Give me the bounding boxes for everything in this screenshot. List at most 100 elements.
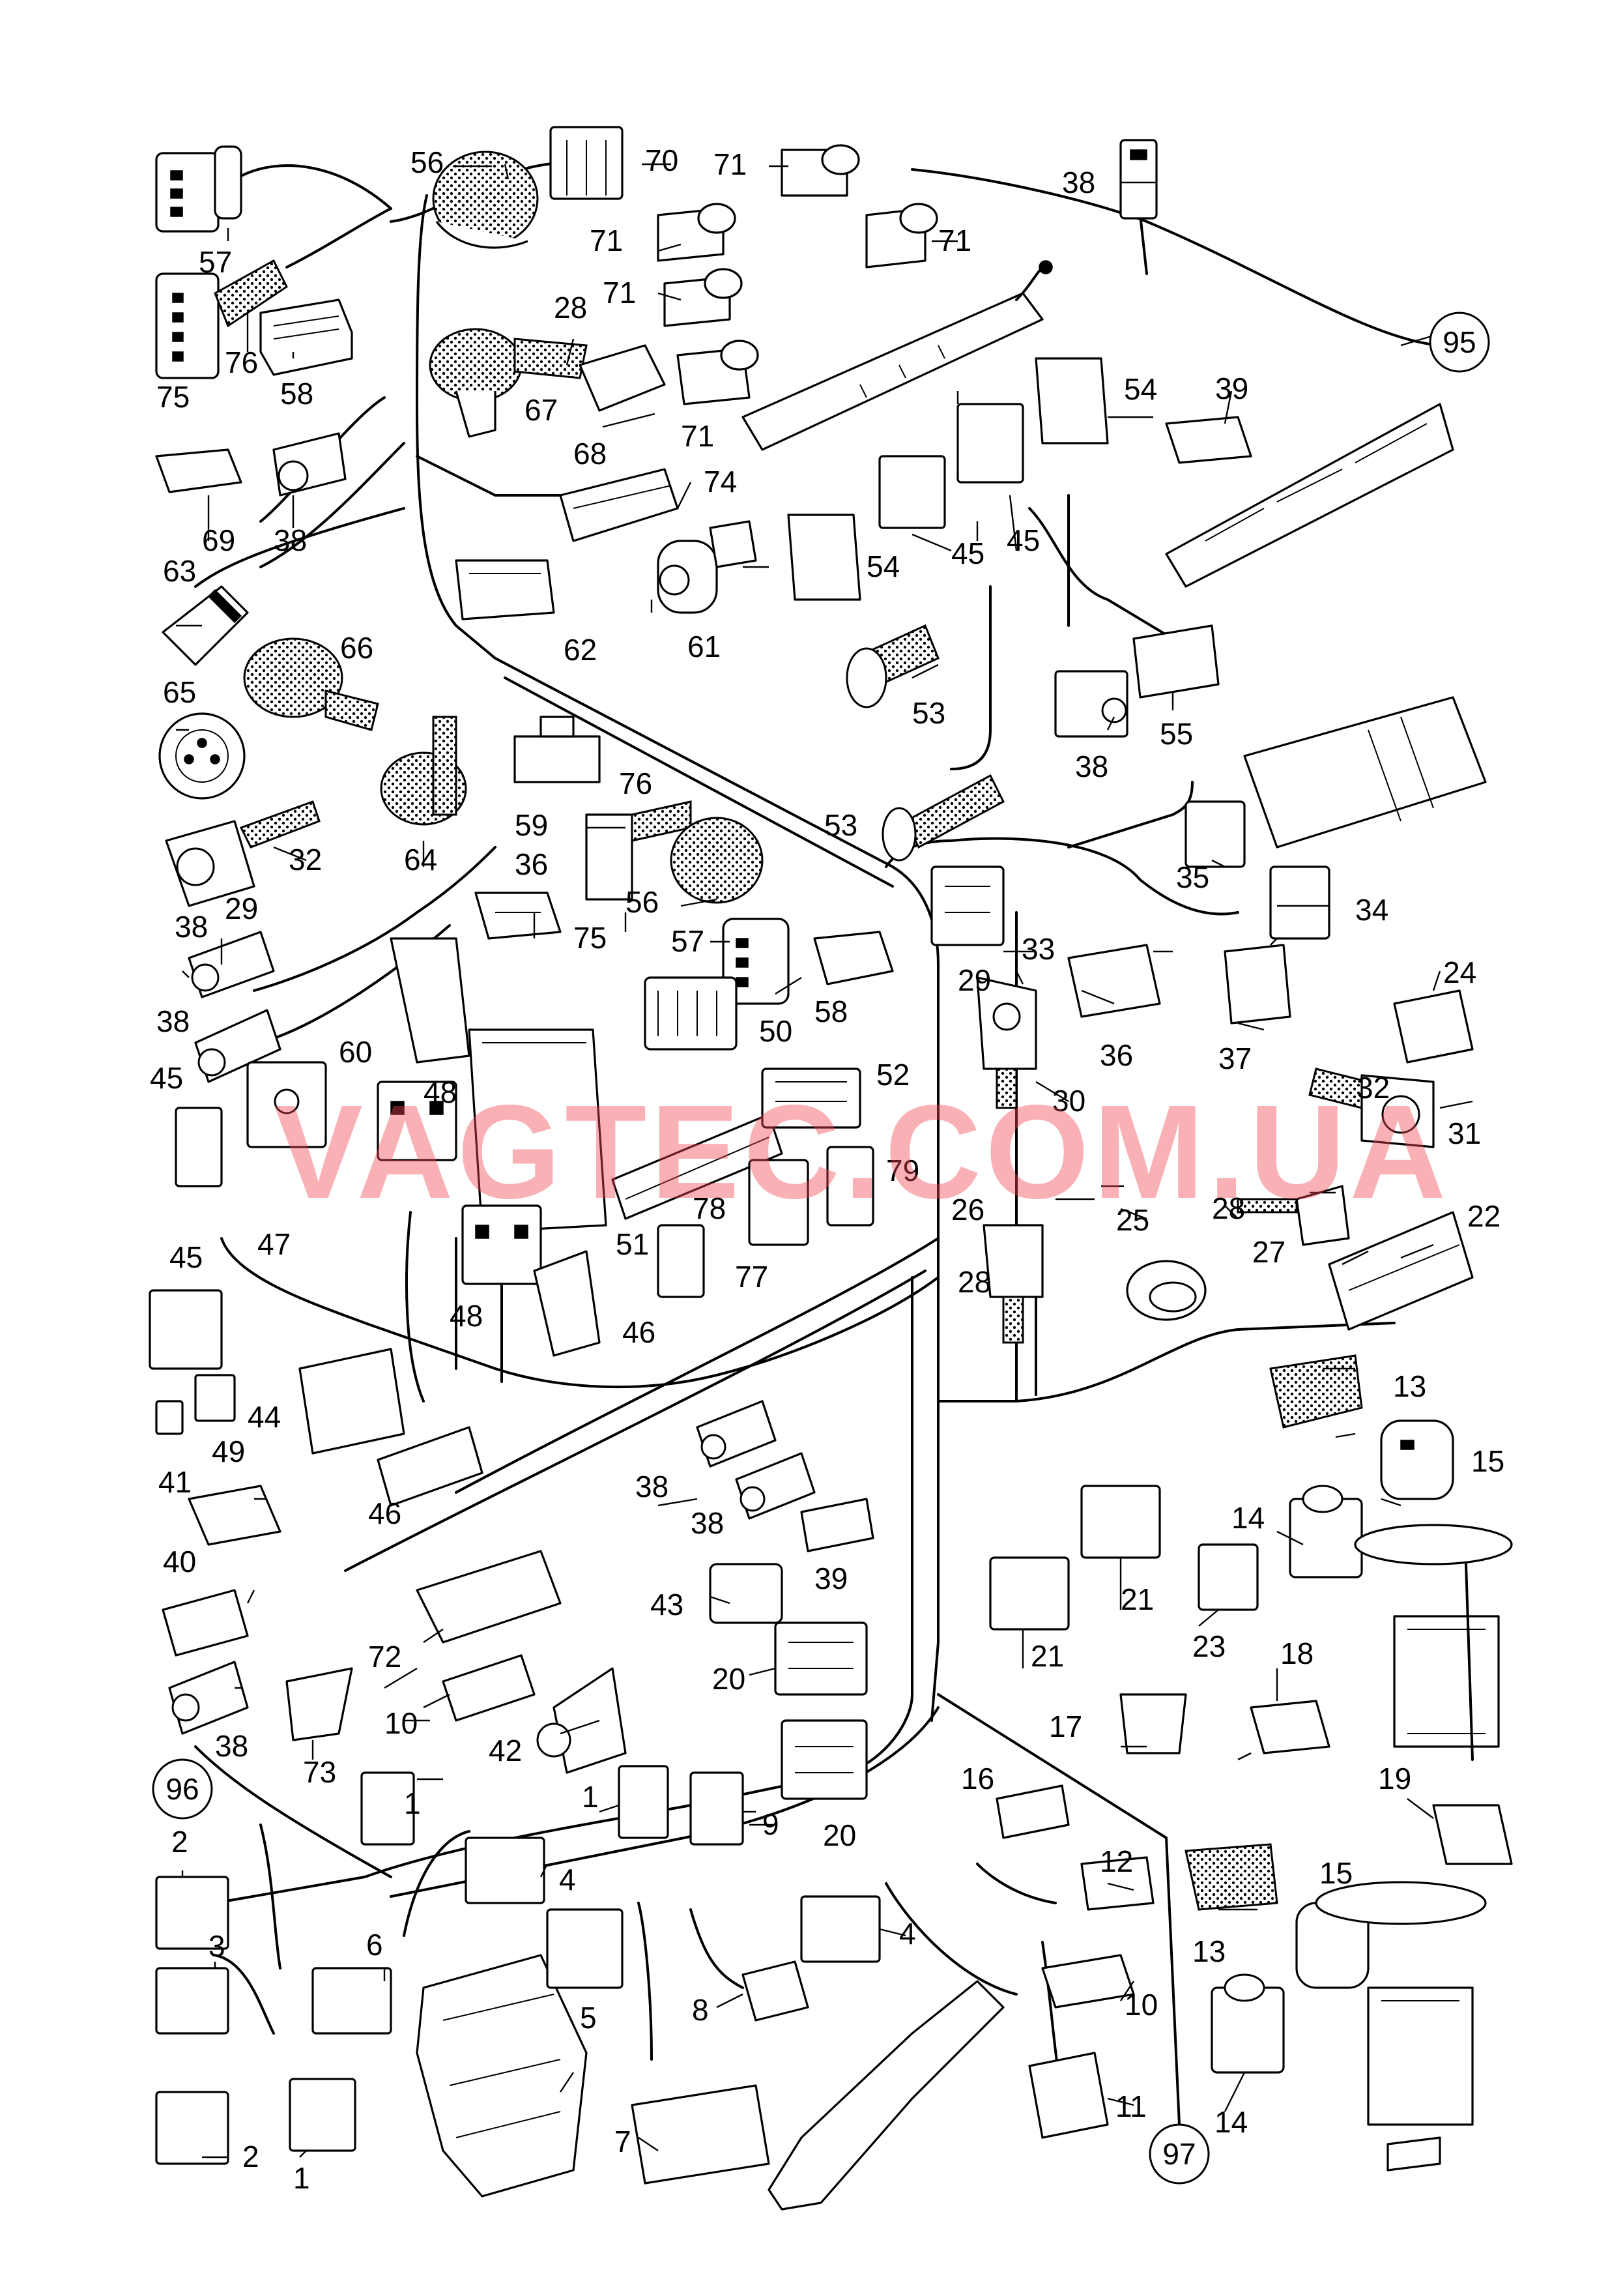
- callout-64: 64: [404, 843, 437, 877]
- circle-references: 95 96 97: [152, 312, 1490, 2185]
- relay-48-bottom: [461, 1204, 542, 1285]
- connector-10-right: [1041, 1954, 1135, 2009]
- connector-9: [689, 1771, 744, 1846]
- connector-63: [162, 585, 249, 666]
- callout-4: 4: [559, 1863, 576, 1896]
- connector-35: [1185, 800, 1246, 868]
- harness-parts: [149, 126, 1513, 2211]
- callout-5: 5: [580, 2001, 597, 2035]
- callout-57: 57: [199, 245, 232, 279]
- grommet-53-upper: [846, 624, 940, 708]
- grommet-67: [429, 328, 523, 438]
- connector-58-mid: [813, 931, 894, 985]
- callout-35: 35: [1176, 860, 1209, 894]
- connector-59: [513, 716, 601, 783]
- callout-28: 28: [1212, 1191, 1245, 1225]
- callout-24: 24: [1443, 955, 1476, 989]
- connector-60: [390, 937, 470, 1064]
- callout-19: 19: [1378, 1762, 1411, 1795]
- callout-33: 33: [1022, 932, 1055, 966]
- grommet-13-lower: [1185, 1843, 1278, 1911]
- connector-46-mid: [533, 1250, 601, 1357]
- connector-71-b: [657, 203, 736, 262]
- callout-46: 46: [622, 1315, 655, 1349]
- connector-12: [1080, 1856, 1155, 1911]
- grommet-66: [243, 637, 379, 731]
- callout-42: 42: [489, 1734, 522, 1767]
- callout-65: 65: [163, 675, 196, 709]
- connector-41: [188, 1485, 281, 1546]
- fuel-pump-lower: [1315, 1881, 1487, 2172]
- connector-3: [155, 1967, 229, 2035]
- connector-7: [631, 2084, 770, 2185]
- callout-15: 15: [1319, 1856, 1353, 1890]
- relay-44: [298, 1348, 405, 1455]
- connector-57: [155, 145, 392, 233]
- connector-26: [983, 1224, 1044, 1344]
- connector-8: [741, 1960, 809, 2022]
- clip-73: [285, 1667, 353, 1741]
- callout-43: 43: [650, 1588, 683, 1621]
- callout-74: 74: [704, 465, 737, 499]
- connector-46-lower: [377, 1426, 483, 1507]
- callout-46: 46: [368, 1496, 401, 1530]
- connector-2-b: [155, 2091, 229, 2165]
- callout-39: 39: [814, 1562, 848, 1595]
- callout-37: 37: [1218, 1041, 1252, 1075]
- callout-34: 34: [1355, 893, 1388, 927]
- callout-41: 41: [158, 1465, 192, 1499]
- callout-labels: 1 1 1 2 2 3 4 4 5 6 7 8 9 10 10 11 12 13…: [150, 143, 1504, 2195]
- connector-68: [513, 338, 666, 412]
- connector-71-a: [781, 144, 860, 197]
- callout-20: 20: [823, 1818, 856, 1852]
- connector-31: [1308, 1068, 1435, 1148]
- callout-54: 54: [1124, 372, 1157, 406]
- connector-70: [549, 126, 624, 200]
- callout-1: 1: [404, 1786, 421, 1820]
- callout-53: 53: [824, 808, 857, 842]
- connector-38-a: [272, 432, 347, 497]
- callout-leaders: [176, 163, 1473, 2158]
- callout-6: 6: [366, 1928, 383, 1962]
- callout-67: 67: [524, 393, 558, 427]
- callout-60: 60: [339, 1035, 372, 1069]
- reference-circle-95: 95: [1429, 312, 1490, 373]
- connector-16: [996, 1784, 1070, 1839]
- connector-34: [1269, 865, 1330, 940]
- callout-38: 38: [175, 910, 208, 944]
- callout-38: 38: [156, 1004, 190, 1038]
- connector-1-c: [289, 2078, 356, 2152]
- control-module-box: [468, 1028, 607, 1233]
- connector-54-top: [1035, 357, 1109, 444]
- callout-32: 32: [289, 843, 322, 877]
- callout-47: 47: [257, 1227, 291, 1261]
- callout-22: 22: [1467, 1199, 1501, 1233]
- callout-58: 58: [814, 995, 848, 1028]
- grommet-56-mid: [670, 817, 764, 904]
- callout-9: 9: [762, 1807, 779, 1841]
- connector-40: [162, 1589, 249, 1657]
- connector-27: [1237, 1185, 1350, 1246]
- callout-40: 40: [163, 1545, 196, 1578]
- callout-38: 38: [215, 1729, 248, 1763]
- callout-71: 71: [713, 147, 747, 181]
- callout-26: 26: [951, 1193, 984, 1227]
- callout-76: 76: [225, 345, 258, 379]
- callout-38: 38: [691, 1506, 724, 1540]
- callout-29: 29: [958, 963, 991, 997]
- connector-1-a: [360, 1771, 415, 1846]
- connector-15-upper: [1380, 1419, 1454, 1500]
- connector-38-f: [735, 1452, 816, 1520]
- connector-6: [311, 1967, 392, 2035]
- connector-21-a: [1080, 1485, 1161, 1559]
- connector-14-upper: [1289, 1485, 1363, 1578]
- callout-38: 38: [1062, 166, 1095, 199]
- callout-28: 28: [958, 1265, 991, 1299]
- callout-31: 31: [1448, 1116, 1481, 1150]
- connector-79: [826, 1146, 874, 1227]
- connector-20-a: [774, 1621, 868, 1696]
- connector-37: [1224, 944, 1291, 1024]
- connector-39-mid: [800, 1498, 874, 1552]
- callout-12: 12: [1100, 1844, 1133, 1878]
- callout-4: 4: [899, 1917, 916, 1951]
